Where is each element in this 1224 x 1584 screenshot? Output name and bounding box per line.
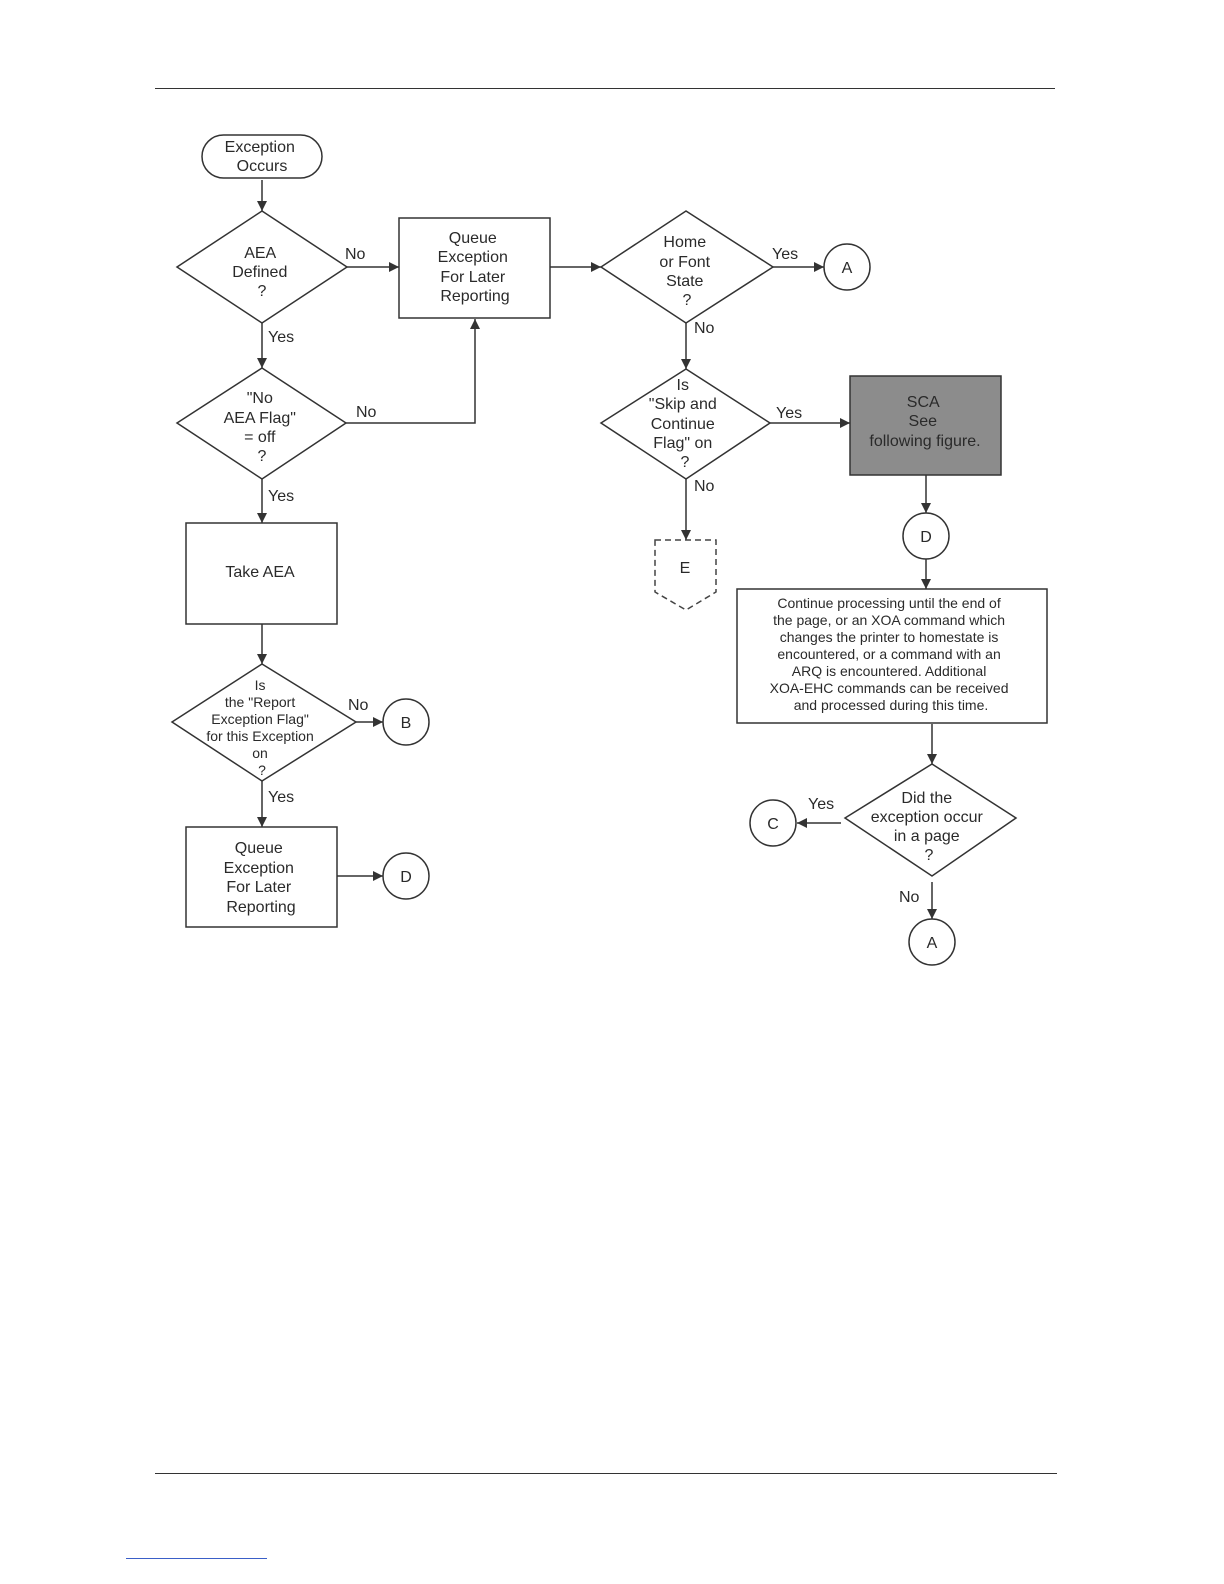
svg-text:AEA Defined ?: AEA Defined ?: [232, 245, 292, 300]
did-exception-occur-decision: Did the exception occur in a page ?: [843, 763, 1018, 877]
svg-text:Take AEA: Take AEA: [225, 564, 295, 581]
connector-a-top: A: [823, 243, 871, 291]
label-aea-yes: Yes: [268, 329, 294, 346]
svg-text:A: A: [842, 260, 853, 277]
svg-text:B: B: [401, 715, 412, 732]
connector-d-left: D: [382, 852, 430, 900]
svg-text:Exception Occurs: Exception Occurs: [225, 139, 300, 175]
connector-a-bottom: A: [908, 918, 956, 966]
header-rule: [155, 88, 1055, 89]
arrow-no-aea-flag-to-queue-top: [346, 319, 480, 424]
continue-processing-box: Continue processing until the end of the…: [736, 588, 1048, 724]
connector-lines: [257, 180, 937, 919]
svg-text:Did the exception occu: Did the exception occur in a page ?: [871, 790, 988, 864]
label-home-no: No: [694, 320, 715, 337]
label-skip-yes: Yes: [776, 405, 802, 422]
footer-rule: [155, 1473, 1057, 1474]
svg-text:Is "Skip and C: Is "Skip and Continue Flag" on ?: [649, 377, 721, 471]
svg-text:Queue Exception: Queue Exception For Later Reporting: [438, 230, 513, 305]
no-aea-flag-decision: "No AEA Flag" = off ?: [175, 367, 348, 480]
label-aea-no: No: [345, 246, 366, 263]
connector-c: C: [749, 799, 797, 847]
report-exception-flag-decision: Is the "Report Exception Flag" for this …: [170, 663, 358, 782]
connector-e-offpage: E: [654, 539, 717, 611]
svg-text:"No AEA Flag": "No AEA Flag" = off ?: [224, 390, 301, 465]
footer-link-underline: [126, 1558, 267, 1559]
label-home-yes: Yes: [772, 246, 798, 263]
label-flag-no: No: [356, 404, 377, 421]
label-occur-no: No: [899, 889, 920, 906]
svg-text:Queue Exception: Queue Exception For Later Reporting: [224, 840, 299, 916]
aea-defined-decision: AEA Defined ?: [175, 210, 349, 324]
svg-text:C: C: [767, 816, 779, 833]
branch-labels: No Yes No Yes Yes No Yes No No Yes Yes N…: [268, 246, 920, 906]
connector-d-right: D: [902, 512, 950, 560]
label-occur-yes: Yes: [808, 796, 834, 813]
sca-process: SCA See following figure.: [849, 375, 1002, 476]
home-font-state-decision: Home or Font State ?: [599, 210, 775, 324]
label-report-no: No: [348, 697, 369, 714]
svg-text:D: D: [920, 529, 932, 546]
svg-text:E: E: [680, 560, 691, 577]
queue-exception-process-bottom: Queue Exception For Later Reporting: [185, 826, 338, 928]
label-report-yes: Yes: [268, 789, 294, 806]
svg-text:A: A: [927, 935, 938, 952]
queue-exception-process-top: Queue Exception For Later Reporting: [398, 217, 551, 319]
label-flag-yes: Yes: [268, 488, 294, 505]
svg-text:SCA See follow: SCA See following figure.: [869, 394, 980, 450]
svg-text:Continue processing until the: Continue processing until the end of the…: [770, 595, 1013, 713]
svg-text:Home or Font S: Home or Font State ?: [659, 234, 714, 309]
take-aea-process: Take AEA: [185, 522, 338, 625]
connector-b: B: [382, 698, 430, 746]
skip-continue-decision: Is "Skip and Continue Flag" on ?: [599, 368, 772, 480]
start-terminal: Exception Occurs: [201, 134, 323, 179]
svg-text:Is the "Report: Is the "Report Exception Flag" for this …: [206, 677, 317, 778]
label-skip-no: No: [694, 478, 715, 495]
svg-text:D: D: [400, 869, 412, 886]
